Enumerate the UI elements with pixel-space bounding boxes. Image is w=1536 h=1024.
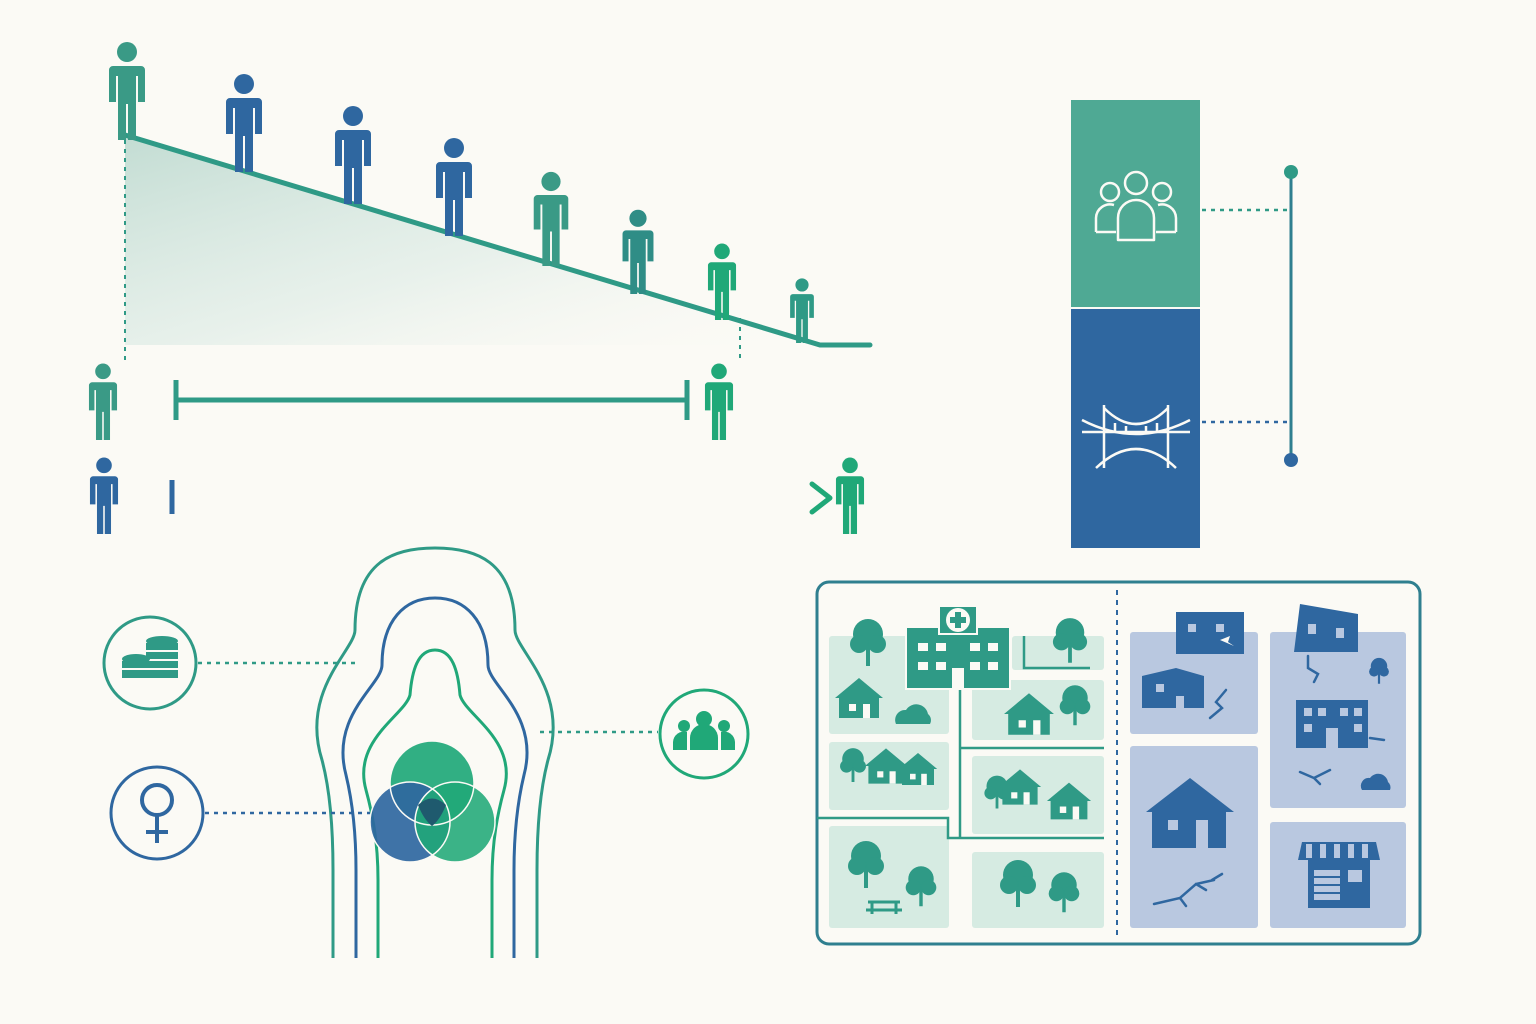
person-icon [89,457,119,534]
cloud-icon [1360,773,1391,790]
gap-bar-teal [88,363,734,440]
bridge-icon [1081,405,1191,469]
person-icon [790,278,814,343]
female-symbol-icon [109,765,370,861]
shop-icon [1298,842,1380,908]
gap-arrow [89,457,865,534]
person-icon [835,457,865,534]
venn-diagram [369,740,496,863]
hospital-icon [905,605,1011,690]
park-bench-icon [866,900,902,914]
damaged-building-icon [1142,604,1368,848]
contour-middle [341,596,529,958]
person-icon [88,363,118,440]
people-group-icon [1094,170,1178,242]
person-icon [707,243,737,320]
people-group-icon [540,688,750,780]
person-icon [704,363,734,440]
person-icon [335,106,371,204]
person-icon [226,74,262,172]
person-icon [533,171,569,266]
person-icon [622,209,654,294]
column-bottom-segment [1071,308,1200,548]
slope-line [122,132,873,348]
intersectional-figure [102,546,750,958]
slope-section [109,42,873,362]
neighbourhood-map [815,580,1422,946]
cloud-icon [895,704,931,724]
stacked-column [1071,100,1298,548]
contour-inner [362,648,508,958]
person-icon [109,42,145,140]
contour-outer [315,546,555,958]
coin-stack-icon [102,615,355,711]
crack-icon [1152,654,1386,908]
person-icon [436,138,472,236]
column-top-segment [1071,100,1200,308]
